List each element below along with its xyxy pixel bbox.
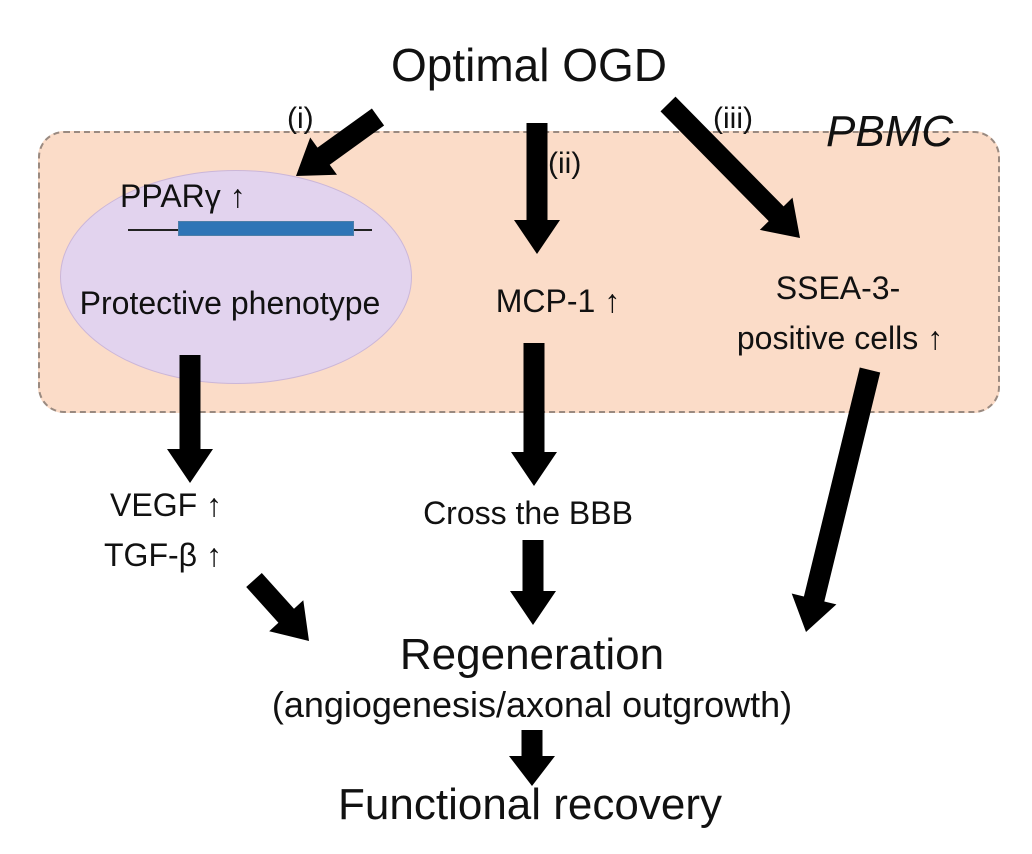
pbmc-label: PBMC bbox=[826, 107, 954, 156]
vegf-label: VEGF ↑ bbox=[110, 487, 223, 523]
arrow-bbb-to-regeneration bbox=[510, 540, 556, 625]
arrow-mcp1-to-bbb bbox=[511, 343, 557, 486]
ppar-gene-bar bbox=[178, 221, 354, 236]
path-i-label: (i) bbox=[287, 102, 314, 135]
arrow-ogd-to-ssea bbox=[660, 96, 800, 238]
functional-recovery-label: Functional recovery bbox=[338, 780, 722, 829]
arrow-ogd-to-mcp1 bbox=[514, 123, 560, 254]
arrow-vegf-to-regeneration bbox=[246, 573, 309, 641]
ssea-label-line2: positive cells ↑ bbox=[736, 320, 944, 356]
cross-bbb-label: Cross the BBB bbox=[423, 495, 633, 531]
arrow-ssea-to-regeneration bbox=[791, 367, 881, 632]
protective-cell-ellipse bbox=[60, 170, 412, 384]
path-ii-label: (ii) bbox=[548, 147, 582, 180]
arrow-protective-to-vegf bbox=[167, 355, 213, 483]
path-iii-label: (iii) bbox=[713, 102, 753, 135]
regeneration-label: Regeneration bbox=[399, 630, 665, 679]
mcp1-label: MCP-1 ↑ bbox=[495, 283, 621, 319]
arrow-ogd-to-ppar bbox=[296, 108, 385, 176]
tgf-label: TGF-β ↑ bbox=[104, 537, 222, 573]
ssea-label-line1: SSEA-3- bbox=[775, 270, 901, 306]
optimal-ogd-label: Optimal OGD bbox=[390, 39, 668, 91]
regeneration-subtitle: (angiogenesis/axonal outgrowth) bbox=[271, 684, 793, 725]
protective-phenotype-label: Protective phenotype bbox=[79, 285, 381, 321]
arrow-regeneration-to-recovery bbox=[509, 730, 555, 786]
ppar-label: PPARγ ↑ bbox=[120, 178, 246, 214]
